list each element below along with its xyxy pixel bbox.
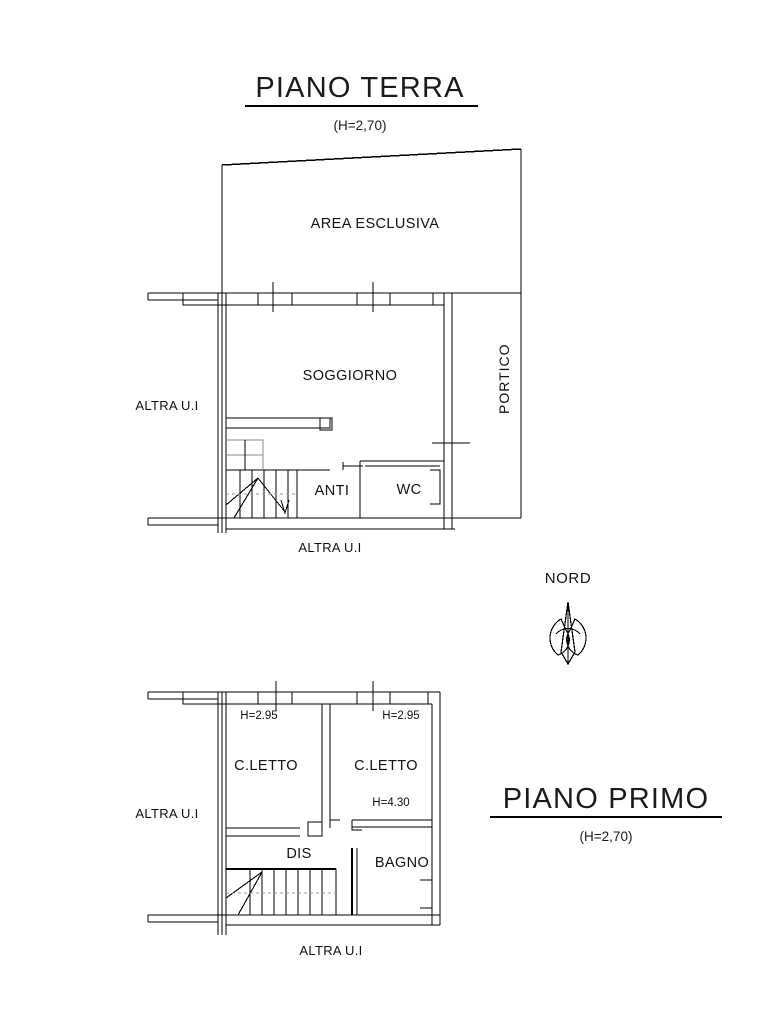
compass-label-nord: NORD [544, 570, 592, 587]
first-floor-top-openings [182, 681, 429, 711]
first-floor-title: PIANO PRIMO [502, 783, 710, 815]
area-esclusiva-outline [221, 148, 522, 300]
exterior-label-altra-ui-first-bottom: ALTRA U.I [299, 943, 363, 958]
ground-floor-staircase [225, 439, 298, 519]
room-label-cletto-right: C.LETTO [354, 758, 418, 774]
exterior-label-altra-ui-first-left: ALTRA U.I [135, 806, 199, 821]
room-label-bagno: BAGNO [374, 855, 430, 871]
dimension-label-h430: H=4.30 [372, 797, 410, 809]
exterior-label-altra-ui-ground-left: ALTRA U.I [135, 398, 199, 413]
dimension-label-h295-right: H=2.95 [382, 710, 420, 722]
room-label-anti: ANTI [314, 483, 350, 499]
room-label-soggiorno: SOGGIORNO [302, 368, 398, 384]
ground-floor-partitions [226, 417, 444, 518]
first-floor-height-note: (H=2,70) [579, 829, 633, 844]
room-label-dis: DIS [286, 846, 312, 862]
first-floor-walls [147, 691, 441, 935]
compass-rose [549, 601, 587, 666]
ground-floor-title: PIANO TERRA [255, 72, 465, 104]
ground-floor-top-openings [182, 282, 434, 312]
room-label-wc: WC [396, 482, 422, 498]
ground-floor-height-note: (H=2,70) [333, 118, 387, 133]
ground-floor-walls [147, 292, 522, 533]
room-label-cletto-left: C.LETTO [234, 758, 298, 774]
first-floor-staircase [225, 868, 337, 916]
dimension-label-h295-left: H=2.95 [240, 710, 278, 722]
first-floor-partitions [226, 704, 433, 915]
room-label-area-esclusiva: AREA ESCLUSIVA [310, 216, 440, 232]
exterior-label-altra-ui-ground-bottom: ALTRA U.I [298, 540, 362, 555]
